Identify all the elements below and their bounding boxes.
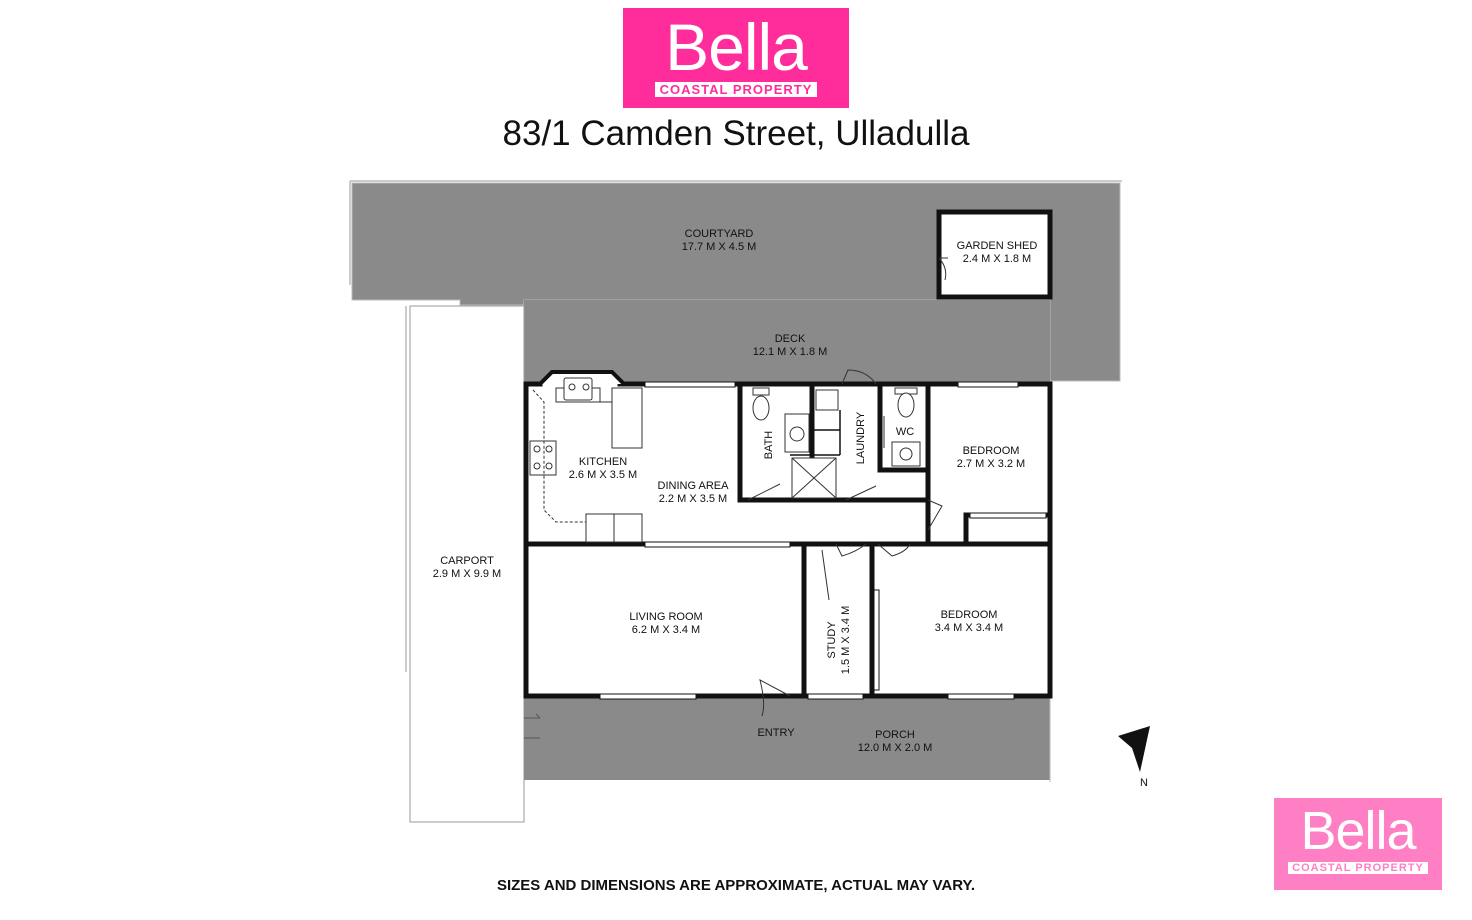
deck-label: DECK xyxy=(775,333,806,345)
door-swings xyxy=(747,369,943,717)
logo-tagline-small: COASTAL PROPERTY xyxy=(1288,862,1428,874)
bedroom2-size: 3.4 M X 3.4 M xyxy=(935,622,1003,634)
wc-label: WC xyxy=(896,426,914,438)
living-label: LIVING ROOM xyxy=(629,611,702,623)
bella-logo-small: Bella COASTAL PROPERTY xyxy=(1274,798,1442,890)
carport-size: 2.9 M X 9.9 M xyxy=(433,568,501,580)
entry-label: ENTRY xyxy=(757,727,795,739)
garden-shed-size: 2.4 M X 1.8 M xyxy=(963,253,1031,265)
porch-size: 12.0 M X 2.0 M xyxy=(858,742,933,754)
windows xyxy=(599,381,1047,700)
bedroom1-size: 2.7 M X 3.2 M xyxy=(957,458,1025,470)
bedroom2-label: BEDROOM xyxy=(941,609,998,621)
garden-shed-label: GARDEN SHED xyxy=(957,240,1038,252)
kitchen-size: 2.6 M X 3.5 M xyxy=(569,469,637,481)
kitchen-label: KITCHEN xyxy=(579,456,627,468)
bedroom1-label: BEDROOM xyxy=(963,445,1020,457)
dining-label: DINING AREA xyxy=(658,480,730,492)
north-arrow-icon: N xyxy=(1118,726,1150,789)
courtyard-size: 17.7 M X 4.5 M xyxy=(682,241,757,253)
disclaimer: SIZES AND DIMENSIONS ARE APPROXIMATE, AC… xyxy=(496,877,976,894)
logo-tagline: COASTAL PROPERTY xyxy=(654,82,818,97)
room-labels: COURTYARD 17.7 M X 4.5 M GARDEN SHED 2.4… xyxy=(433,228,1038,754)
logo-word: Bella xyxy=(665,10,808,84)
property-address: 83/1 Camden Street, Ulladulla xyxy=(502,114,970,153)
bella-logo: Bella COASTAL PROPERTY xyxy=(623,8,849,108)
porch-area xyxy=(524,698,1050,780)
bathroom-fittings xyxy=(752,387,921,499)
bath-label: BATH xyxy=(763,431,775,460)
living-size: 6.2 M X 3.4 M xyxy=(632,624,700,636)
dining-size: 2.2 M X 3.5 M xyxy=(659,493,727,505)
kitchen-fittings xyxy=(529,377,643,543)
porch-label: PORCH xyxy=(875,729,915,741)
logo-word-small: Bella xyxy=(1300,801,1416,861)
deck-size: 12.1 M X 1.8 M xyxy=(753,346,828,358)
courtyard-label: COURTYARD xyxy=(685,228,754,240)
north-label: N xyxy=(1140,777,1148,789)
garden-shed-room xyxy=(936,209,1053,300)
study-label: STUDY xyxy=(826,621,838,659)
carport-label: CARPORT xyxy=(440,555,494,567)
laundry-label: LAUNDRY xyxy=(855,411,867,464)
study-size: 1.5 M X 3.4 M xyxy=(840,606,852,674)
